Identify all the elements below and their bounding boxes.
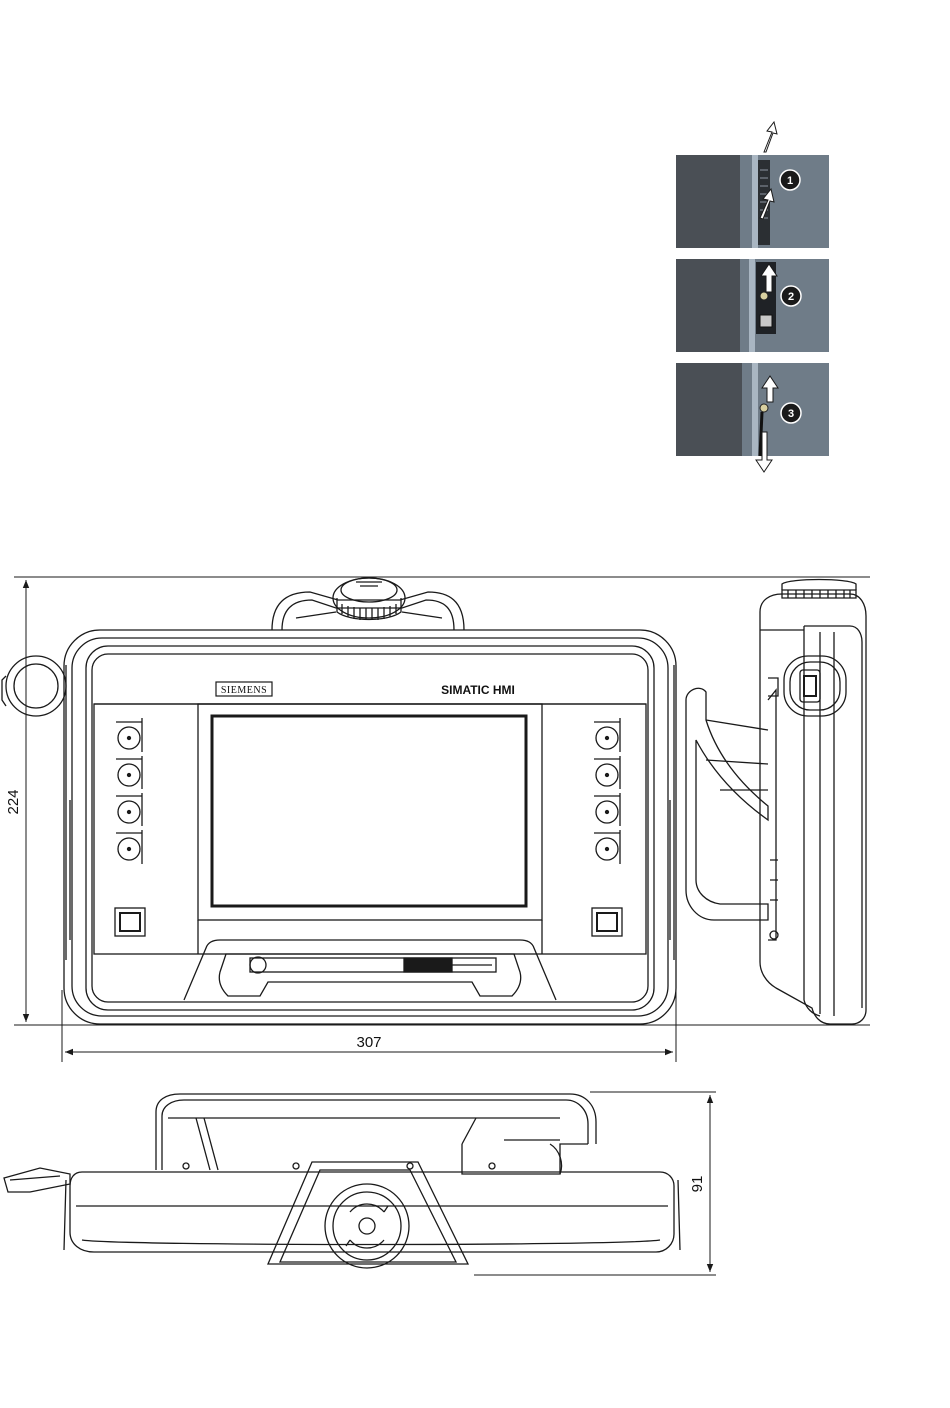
function-key-l3: [116, 793, 142, 826]
function-key-r4: [594, 830, 620, 864]
function-key-r3: [594, 793, 620, 826]
side-socket-front: [2, 656, 66, 716]
bottom-view: [4, 1094, 680, 1268]
function-keys-right: [592, 718, 622, 936]
brand-label: SIEMENS: [221, 685, 267, 696]
function-keys-left: [115, 718, 145, 936]
side-view: [686, 580, 866, 1025]
height-dimension: 224: [5, 789, 22, 814]
dimension-lines: [14, 577, 870, 1275]
detail-photo-2: 2: [676, 259, 829, 352]
function-key-l2: [116, 756, 142, 789]
detail-photo-3: 3: [676, 363, 829, 472]
depth-dimension: 91: [689, 1176, 706, 1193]
detail-photo-1: 1: [676, 122, 829, 248]
model-label: SIMATIC HMI: [441, 683, 515, 697]
step-number-3: 3: [788, 408, 794, 420]
function-key-l1: [116, 718, 142, 752]
function-key-r1: [594, 718, 620, 752]
width-dimension: 307: [356, 1034, 381, 1051]
function-key-l4: [116, 830, 142, 864]
step-number-2: 2: [788, 291, 794, 303]
front-view: [64, 578, 676, 1024]
step-number-1: 1: [787, 175, 793, 187]
function-key-r2: [594, 756, 620, 789]
